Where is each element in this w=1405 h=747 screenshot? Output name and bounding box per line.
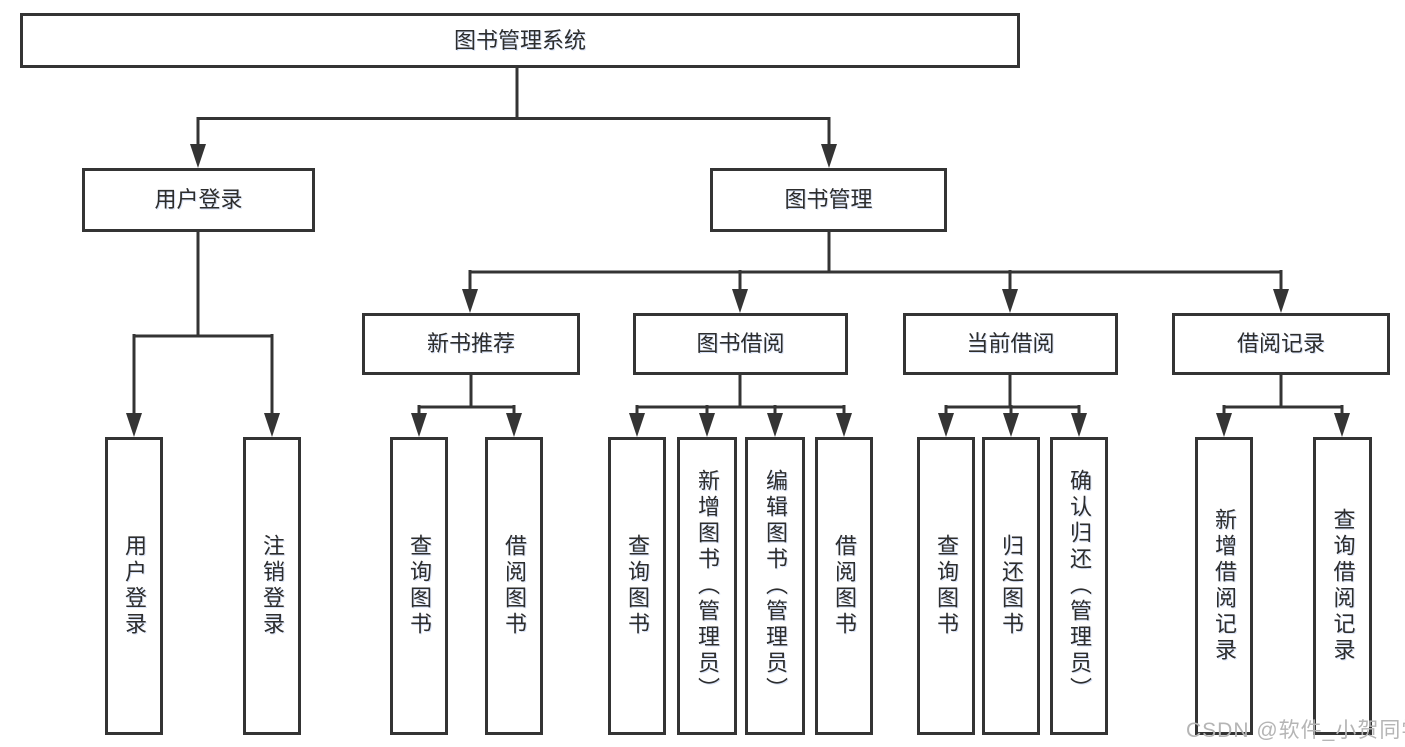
csdn-watermark: CSDN @软件_小贺同学	[1186, 719, 1405, 742]
leaf-borrow-books: 借阅图书	[485, 437, 543, 735]
arrow-down-icon	[1216, 413, 1232, 437]
arrow-down-icon	[1002, 289, 1018, 313]
leaf-label: 编辑图书（管理员）	[763, 469, 788, 703]
node-new-book-recommendation: 新书推荐	[362, 313, 580, 375]
leaf-label: 新增借阅记录	[1212, 508, 1237, 664]
arrow-down-icon	[190, 144, 206, 168]
leaf-label: 查询图书	[407, 534, 432, 638]
arrow-down-icon	[1334, 413, 1350, 437]
leaf-label: 归还图书	[999, 534, 1024, 638]
arrow-down-icon	[411, 413, 427, 437]
leaf-borrow-books: 借阅图书	[815, 437, 873, 735]
node-current-borrowing: 当前借阅	[903, 313, 1118, 375]
node-label: 新书推荐	[426, 331, 515, 356]
arrow-down-icon	[836, 413, 852, 437]
leaf-query-books: 查询图书	[917, 437, 975, 735]
leaf-label: 借阅图书	[832, 534, 857, 638]
node-label: 图书管理	[784, 187, 873, 212]
arrow-down-icon	[126, 413, 142, 437]
leaf-query-books: 查询图书	[390, 437, 448, 735]
node-borrowing-records: 借阅记录	[1172, 313, 1390, 375]
leaf-add-borrow-record: 新增借阅记录	[1195, 437, 1253, 735]
leaf-add-books-admin: 新增图书（管理员）	[677, 437, 737, 735]
arrow-down-icon	[699, 413, 715, 437]
node-label: 图书管理系统	[453, 27, 586, 53]
arrow-down-icon	[938, 413, 954, 437]
node-label: 用户登录	[154, 187, 243, 212]
arrow-down-icon	[462, 289, 478, 313]
leaf-query-borrow-record: 查询借阅记录	[1313, 437, 1372, 735]
node-label: 借阅记录	[1236, 331, 1325, 356]
arrow-down-icon	[506, 413, 522, 437]
leaf-label: 新增图书（管理员）	[695, 469, 720, 703]
leaf-label: 用户登录	[122, 534, 147, 638]
node-label: 当前借阅	[966, 331, 1055, 356]
leaf-user-login: 用户登录	[105, 437, 163, 735]
arrow-down-icon	[1071, 413, 1087, 437]
node-root-system: 图书管理系统	[20, 13, 1020, 68]
leaf-label: 注销登录	[260, 534, 285, 638]
leaf-label: 查询图书	[934, 534, 959, 638]
arrow-down-icon	[1273, 289, 1289, 313]
node-book-borrowing: 图书借阅	[633, 313, 848, 375]
leaf-label: 查询借阅记录	[1330, 508, 1356, 664]
arrow-down-icon	[629, 413, 645, 437]
arrow-down-icon	[264, 413, 280, 437]
arrow-down-icon	[821, 144, 837, 168]
leaf-edit-books-admin: 编辑图书（管理员）	[745, 437, 805, 735]
node-book-management: 图书管理	[710, 168, 947, 232]
arrow-down-icon	[1003, 413, 1019, 437]
leaf-confirm-return-admin: 确认归还（管理员）	[1050, 437, 1108, 735]
leaf-logout: 注销登录	[243, 437, 301, 735]
leaf-label: 查询图书	[625, 534, 650, 638]
arrow-down-icon	[767, 413, 783, 437]
arrow-down-icon	[732, 289, 748, 313]
leaf-label: 借阅图书	[502, 534, 527, 638]
leaf-label: 确认归还（管理员）	[1067, 469, 1092, 703]
leaf-return-books: 归还图书	[982, 437, 1040, 735]
leaf-query-books: 查询图书	[608, 437, 666, 735]
node-user-login: 用户登录	[82, 168, 315, 232]
node-label: 图书借阅	[696, 331, 785, 356]
